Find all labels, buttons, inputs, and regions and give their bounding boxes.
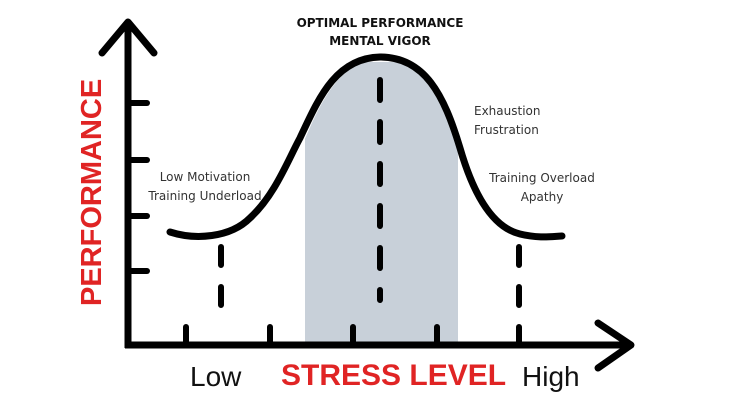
optimal-performance-title: OPTIMAL PERFORMANCE MENTAL VIGOR (290, 14, 470, 50)
shading-mask (300, 40, 462, 150)
y-axis-arrow-icon (98, 18, 158, 57)
title-line-2: MENTAL VIGOR (329, 34, 431, 48)
annotation-exhaustion: Exhaustion Frustration (474, 102, 541, 140)
title-line-1: OPTIMAL PERFORMANCE (296, 16, 464, 30)
x-axis-high-label: High (522, 361, 580, 392)
x-axis-low-label: Low (190, 361, 242, 392)
annotation-training-overload: Training Overload Apathy (482, 169, 602, 207)
annotation-left-line-2: Training Underload (148, 189, 262, 203)
annotation-right-upper-line-2: Frustration (474, 123, 539, 137)
performance-curve (166, 53, 566, 241)
annotation-low-motivation: Low Motivation Training Underload (140, 168, 270, 206)
annotation-left-line-1: Low Motivation (159, 170, 251, 184)
y-axis-ticks (125, 100, 150, 274)
annotation-right-upper-line-1: Exhaustion (474, 104, 541, 118)
annotation-right-lower-line-1: Training Overload (489, 171, 595, 185)
annotation-right-lower-line-2: Apathy (520, 190, 564, 204)
x-axis-label: STRESS LEVEL (281, 359, 507, 392)
x-axis-ticks (183, 324, 522, 348)
x-axis-arrow-icon (594, 319, 635, 372)
y-axis-label: PERFORMANCE (76, 78, 108, 306)
